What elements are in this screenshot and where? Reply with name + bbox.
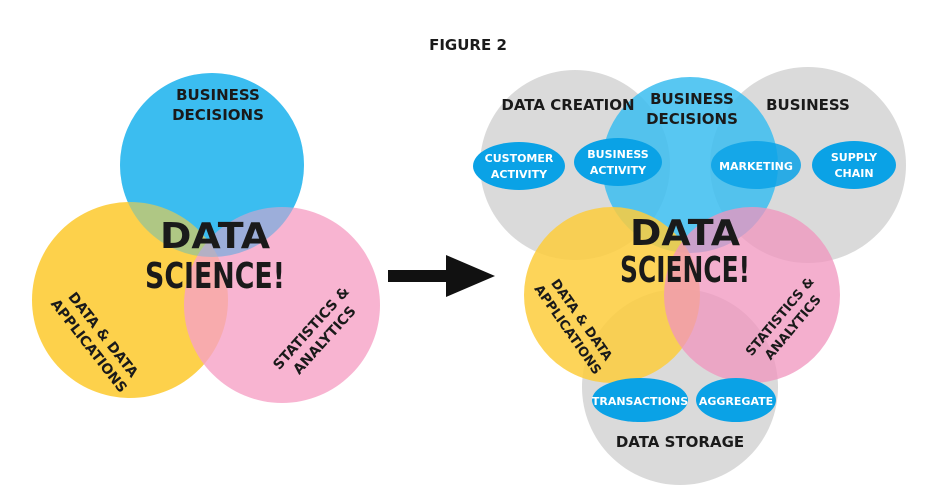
svg-text:ACTIVITY: ACTIVITY: [491, 168, 548, 181]
right-stats-circle: [664, 207, 840, 383]
right-data-apps-circle: [524, 207, 700, 383]
right-venn: DATA CREATION BUSINESS BUSINESS DECISION…: [473, 67, 906, 485]
right-center-label-1: DATA: [630, 213, 740, 254]
pill-transactions: TRANSACTIONS: [592, 378, 688, 422]
svg-text:TRANSACTIONS: TRANSACTIONS: [592, 395, 688, 408]
arrow-head: [446, 255, 495, 297]
svg-text:CUSTOMER: CUSTOMER: [485, 152, 554, 165]
arrow-shaft: [388, 270, 450, 282]
left-center-label-2: SCIENCE!: [145, 256, 285, 297]
pill-aggregate: AGGREGATE: [696, 378, 776, 422]
pill-marketing: MARKETING: [711, 141, 801, 189]
svg-text:AGGREGATE: AGGREGATE: [699, 395, 773, 408]
svg-text:SUPPLY: SUPPLY: [831, 151, 878, 164]
left-venn: BUSINESS DECISIONS DATA SCIENCE! DATA & …: [32, 73, 380, 403]
left-center-label-1: DATA: [160, 216, 270, 257]
pill-business-activity: BUSINESS ACTIVITY: [574, 138, 662, 186]
svg-text:BUSINESS: BUSINESS: [587, 148, 648, 161]
business-decisions-label-1: BUSINESS: [650, 90, 734, 108]
left-business-label-1: BUSINESS: [176, 86, 260, 104]
left-business-label-2: DECISIONS: [172, 106, 264, 124]
data-apps-circle: [32, 202, 228, 398]
svg-text:ACTIVITY: ACTIVITY: [590, 164, 647, 177]
right-center-label-2: SCIENCE!: [620, 250, 750, 291]
stats-circle: [184, 207, 380, 403]
data-creation-label: DATA CREATION: [501, 96, 634, 114]
arrow: [388, 255, 495, 297]
svg-text:MARKETING: MARKETING: [719, 160, 793, 173]
data-storage-label: DATA STORAGE: [616, 433, 744, 451]
svg-text:CHAIN: CHAIN: [834, 167, 873, 180]
business-overlay: [120, 73, 304, 257]
business-decisions-label-2: DECISIONS: [646, 110, 738, 128]
business-label: BUSINESS: [766, 96, 850, 114]
figure-title: FIGURE 2: [429, 36, 507, 54]
pill-supply-chain: SUPPLY CHAIN: [812, 141, 896, 189]
pill-customer-activity: CUSTOMER ACTIVITY: [473, 142, 565, 190]
